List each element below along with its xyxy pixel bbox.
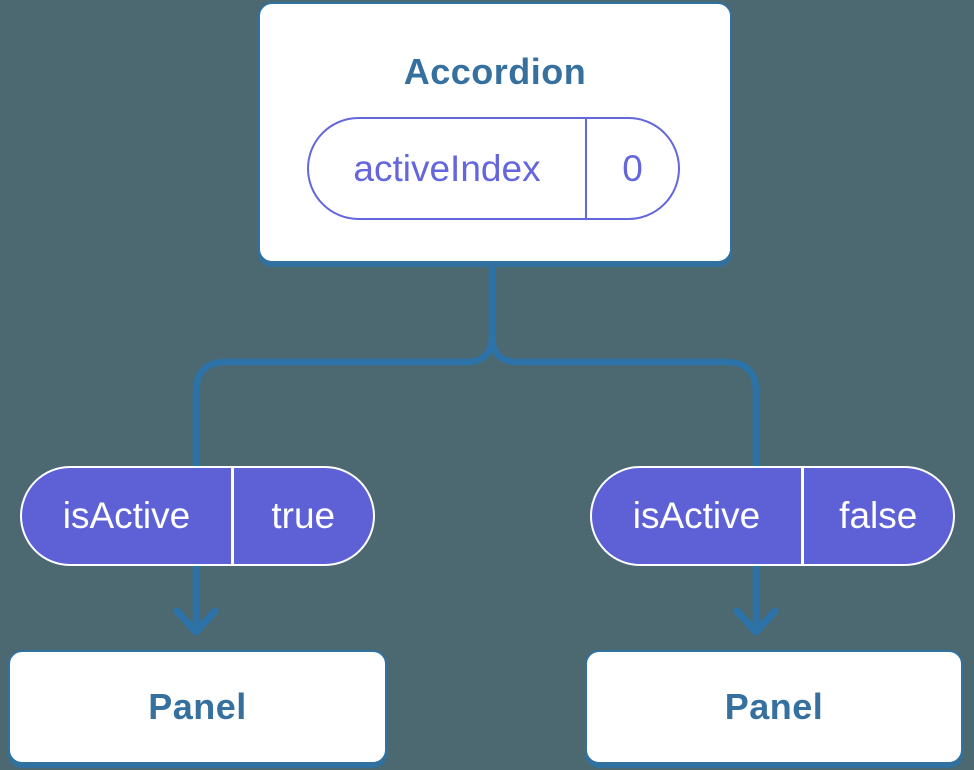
state-value-label: 0 (622, 147, 643, 189)
pill-divider (801, 468, 804, 564)
prop-value-label: false (839, 495, 918, 536)
prop-pill-isactive-false: isActive false (590, 466, 955, 566)
prop-value-label: true (271, 495, 336, 536)
prop-name-label: isActive (632, 495, 761, 536)
state-name-label: activeIndex (353, 147, 541, 189)
state-pill-activeindex: activeIndex 0 (307, 117, 680, 220)
accordion-node-title: Accordion (403, 51, 587, 92)
pill-divider (585, 119, 587, 218)
connector-left-branch (192, 332, 496, 626)
panel-node-title: Panel (724, 686, 824, 727)
panel-node-title: Panel (148, 686, 247, 727)
connector-right-branch (488, 332, 760, 626)
left-arrowhead (173, 607, 219, 636)
prop-pill-isactive-true: isActive true (20, 466, 375, 566)
panel-node-right: Panel (585, 650, 963, 764)
accordion-node: Accordion activeIndex 0 (258, 2, 732, 263)
prop-name-label: isActive (62, 495, 191, 536)
pill-divider (231, 468, 234, 564)
panel-node-left: Panel (8, 650, 387, 764)
right-arrowhead (733, 607, 779, 636)
